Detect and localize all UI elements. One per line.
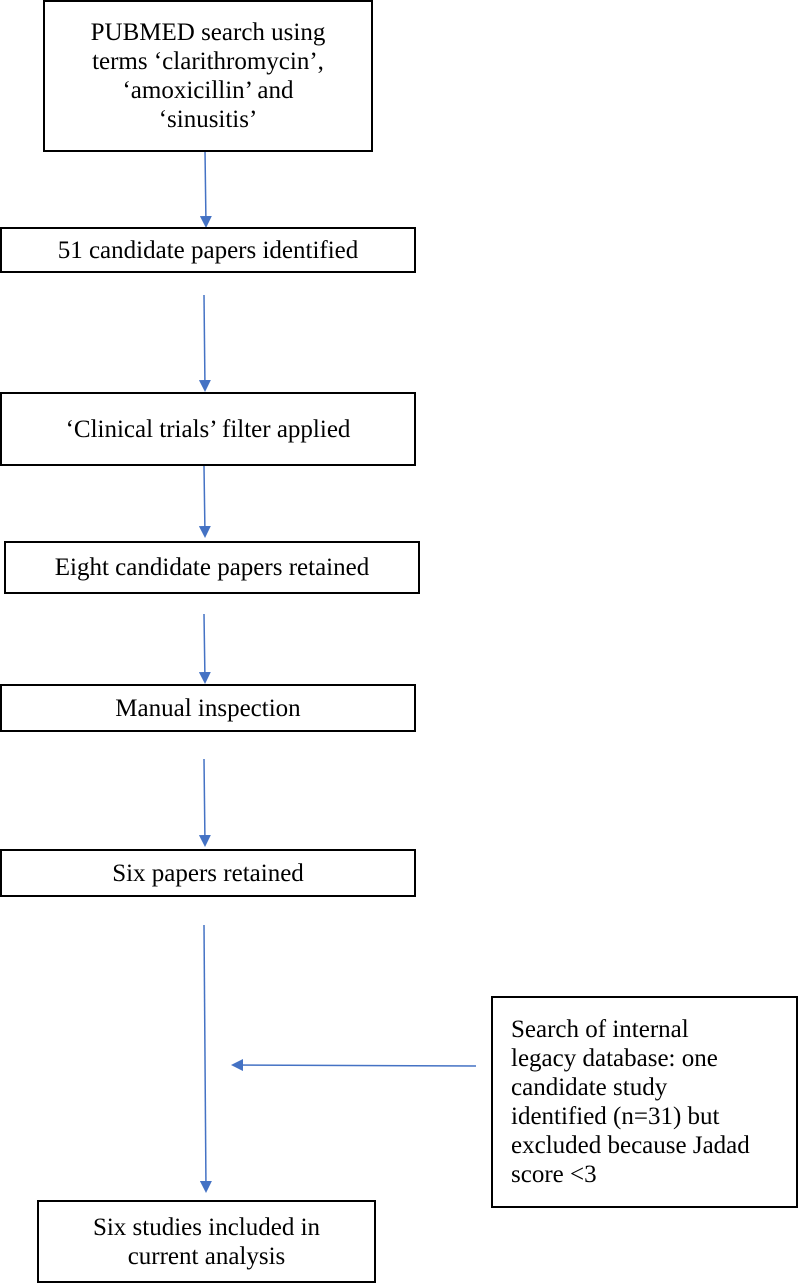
eight-papers-retained-text: Eight candidate papers retained bbox=[54, 554, 370, 581]
clinical-trials-filter-box: ‘Clinical trials’ filter applied bbox=[0, 392, 416, 466]
arrow-search-to-candidates bbox=[199, 149, 212, 228]
legacy-database-box: Search of internal legacy database: one … bbox=[491, 996, 798, 1208]
six-papers-retained-box: Six papers retained bbox=[0, 849, 416, 897]
arrow-inspection-to-six-papers bbox=[198, 758, 211, 847]
arrow-legacy-database-to-flow bbox=[231, 1059, 477, 1072]
pubmed-search-text: PUBMED search using terms ‘clarithromyci… bbox=[90, 19, 326, 133]
six-studies-included-box: Six studies included in current analysis bbox=[37, 1200, 376, 1283]
arrow-six-papers-to-included bbox=[199, 924, 212, 1193]
arrow-retained-to-inspection bbox=[198, 613, 211, 684]
candidates-identified-text: 51 candidate papers identified bbox=[57, 236, 359, 264]
clinical-trials-filter-text: ‘Clinical trials’ filter applied bbox=[65, 415, 351, 443]
legacy-database-text: Search of internal legacy database: one … bbox=[511, 1016, 750, 1188]
manual-inspection-text: Manual inspection bbox=[115, 694, 301, 722]
arrow-candidates-to-filter bbox=[198, 294, 211, 392]
candidates-identified-box: 51 candidate papers identified bbox=[0, 227, 416, 273]
arrow-filter-to-retained bbox=[198, 465, 211, 538]
manual-inspection-box: Manual inspection bbox=[0, 684, 416, 732]
eight-papers-retained-box: Eight candidate papers retained bbox=[4, 541, 420, 594]
six-papers-retained-text: Six papers retained bbox=[112, 859, 304, 887]
six-studies-included-text: Six studies included in current analysis bbox=[92, 1213, 321, 1270]
pubmed-search-box: PUBMED search using terms ‘clarithromyci… bbox=[43, 0, 373, 152]
